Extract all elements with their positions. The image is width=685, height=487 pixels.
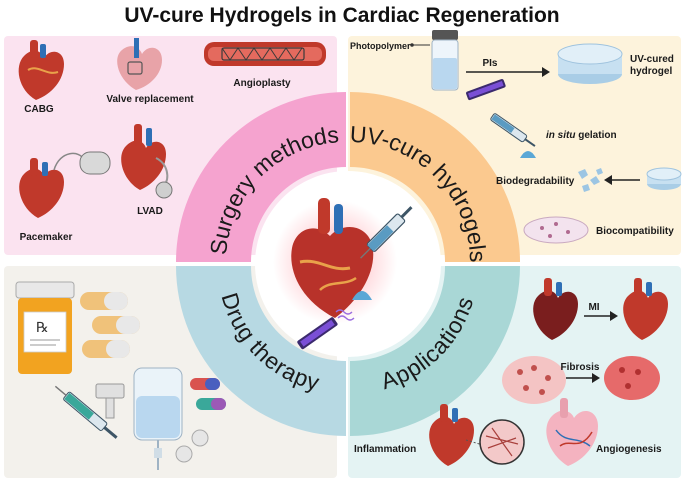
rx-symbol: ℞ <box>36 319 49 335</box>
coronary-artery-shape <box>319 276 357 291</box>
mi-heart-damaged-icon <box>533 278 578 340</box>
pis-label: PIs <box>482 58 497 69</box>
photopolymer-vial-icon <box>431 30 459 91</box>
uv-wave-icon <box>335 309 353 315</box>
center-heart-icon <box>291 226 374 318</box>
uv-cured-label-line1: UV-cured <box>630 54 674 65</box>
uv-cured-hydrogel-icon <box>557 43 623 84</box>
surgery-ring-segment <box>176 92 346 262</box>
biodegradability-label: Biodegradability <box>496 176 575 187</box>
capsule-icon <box>80 292 128 310</box>
capsule-icon <box>92 316 140 334</box>
syringe-icon <box>360 206 413 259</box>
iv-bag-icon <box>133 367 183 470</box>
arrow-head-icon <box>604 175 612 185</box>
arrow-head-icon <box>592 373 600 383</box>
in-situ-syringe-icon <box>490 113 536 147</box>
uv-lamp-small-icon <box>466 79 506 101</box>
inflammation-magnified-icon <box>479 419 525 465</box>
inflammation-label: Inflammation <box>354 444 416 455</box>
fibrosis-label: Fibrosis <box>561 362 600 373</box>
tablet-icon <box>175 445 193 463</box>
angiogenesis-heart-icon <box>546 398 598 466</box>
lvad-heart-icon <box>121 124 173 199</box>
cabg-label: CABG <box>24 104 54 115</box>
inflammation-heart-icon <box>429 404 474 466</box>
arrow-head-icon <box>610 311 618 321</box>
uv-lamp-icon <box>297 317 338 350</box>
vein-shape <box>334 204 343 234</box>
hydrogel-droplet-icon <box>352 291 372 300</box>
mi-heart-healthy-icon <box>623 278 668 340</box>
angiogenesis-label: Angiogenesis <box>596 444 662 455</box>
uv-cured-label-line2: hydrogel <box>630 66 672 77</box>
tablet-icon <box>191 429 209 447</box>
coronary-artery-shape <box>299 259 351 271</box>
valve-replacement-label: Valve replacement <box>106 94 194 105</box>
figure-title: UV-cure Hydrogels in Cardiac Regeneratio… <box>124 4 559 27</box>
photopolymer-label: Photopolymer <box>350 41 411 51</box>
lvad-label: LVAD <box>137 206 163 217</box>
inhaler-icon <box>95 383 125 419</box>
uv-ring-segment <box>350 92 520 262</box>
pointer-dot <box>410 43 414 47</box>
drug-ring-segment <box>176 266 346 436</box>
gel-droplet-icon <box>520 151 536 158</box>
cabg-heart-icon <box>18 40 64 100</box>
healthy-tissue-icon <box>604 356 660 400</box>
center-heart-illustration <box>273 198 413 350</box>
valve-heart-icon <box>117 38 162 90</box>
pacemaker-label: Pacemaker <box>20 232 73 243</box>
angioplasty-label: Angioplasty <box>233 78 291 89</box>
hydrogel-disc-icon <box>646 167 682 190</box>
degraded-fragments-icon <box>578 168 603 192</box>
fibrotic-tissue-icon <box>502 356 566 404</box>
biocompatibility-label: Biocompatibility <box>596 226 674 237</box>
colored-capsules-icon <box>190 378 226 410</box>
pill-bottle-icon: ℞ <box>15 281 75 374</box>
pacemaker-heart-icon <box>19 151 111 218</box>
mi-label: MI <box>588 302 599 313</box>
uv-wave-icon <box>337 315 355 321</box>
petri-dish-icon <box>523 216 589 244</box>
angioplasty-stent-icon <box>204 42 326 66</box>
aorta-shape <box>318 198 330 234</box>
in-situ-gelation-label: in situ gelation <box>546 130 617 141</box>
drug-syringe-icon <box>54 385 118 439</box>
applications-ring-segment <box>350 266 520 436</box>
arrow-head-icon <box>542 67 550 77</box>
capsule-icon <box>82 340 130 358</box>
